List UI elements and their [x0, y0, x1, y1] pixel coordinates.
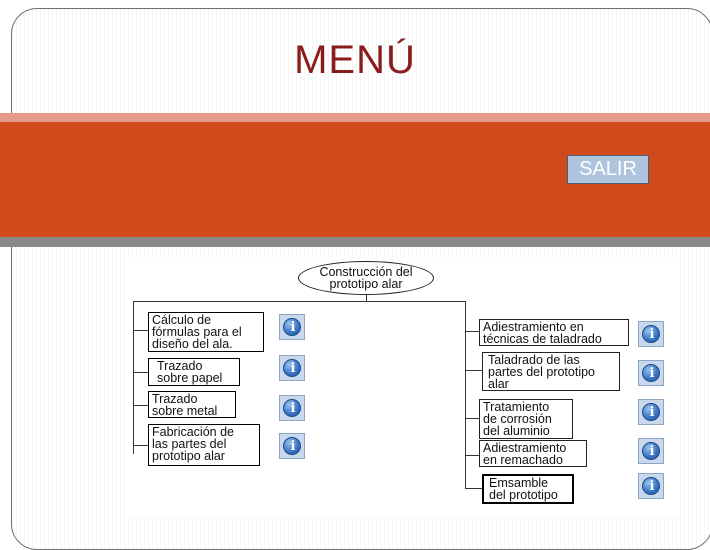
info-button-fabricacion[interactable]: i: [279, 433, 305, 459]
connector-line: [465, 418, 479, 419]
info-button-trazado-papel[interactable]: i: [279, 355, 305, 381]
node-label: alar: [488, 377, 509, 391]
info-button-taladrado-partes[interactable]: i: [638, 360, 664, 386]
info-button-remachado[interactable]: i: [638, 438, 664, 464]
info-icon: i: [283, 318, 301, 336]
node-label: fórmulas para el: [152, 325, 242, 339]
exit-button[interactable]: SALIR: [567, 155, 649, 184]
node-label: Trazado: [157, 359, 203, 373]
node-label: Cálculo de: [152, 313, 212, 327]
info-icon: i: [642, 403, 660, 421]
info-button-calculo[interactable]: i: [279, 314, 305, 340]
node-trazado-metal[interactable]: Trazado sobre metal: [148, 391, 236, 418]
info-icon: i: [642, 442, 660, 460]
info-icon: i: [283, 399, 301, 417]
node-tratamiento-corrosion[interactable]: Tratamiento de corrosión del aluminio: [479, 399, 573, 439]
info-button-adiestramiento-taladrado[interactable]: i: [638, 321, 664, 347]
node-label: Emsamble: [489, 476, 549, 490]
connector-line: [133, 301, 465, 302]
node-label: Fabricación de: [152, 425, 234, 439]
connector-line: [133, 330, 148, 331]
node-label: sobre metal: [152, 404, 218, 418]
node-label: Trazado: [152, 392, 198, 406]
page-title: MENÚ: [294, 38, 416, 82]
header-band-dark: [0, 237, 710, 247]
root-node-label: Construcción del: [319, 265, 413, 279]
node-adiestramiento-taladrado[interactable]: Adiestramiento en técnicas de taladrado: [479, 319, 629, 346]
node-calculo-formulas[interactable]: Cálculo de fórmulas para el diseño del a…: [148, 312, 264, 352]
node-label: las partes del: [152, 437, 227, 451]
info-button-trazado-metal[interactable]: i: [279, 395, 305, 421]
connector-line: [465, 488, 482, 489]
info-icon: i: [283, 437, 301, 455]
root-node: Construcción del prototipo alar: [298, 261, 434, 295]
connector-line: [366, 295, 367, 302]
connector-line: [133, 405, 148, 406]
info-icon: i: [642, 325, 660, 343]
node-label: Taladrado de las: [488, 353, 580, 367]
node-label: de corrosión: [483, 412, 552, 426]
node-label: prototipo alar: [152, 449, 225, 463]
connector-line: [133, 301, 134, 454]
node-adiestramiento-remachado[interactable]: Adiestramiento en remachado: [479, 440, 587, 467]
node-label: en remachado: [483, 453, 563, 467]
info-icon: i: [642, 477, 660, 495]
connector-line: [465, 370, 482, 371]
node-ensamble-prototipo[interactable]: Emsamble del prototipo: [482, 474, 574, 504]
node-taladrado-partes[interactable]: Taladrado de las partes del prototipo al…: [482, 352, 620, 391]
node-label: sobre papel: [157, 371, 223, 385]
node-label: del aluminio: [483, 424, 550, 438]
info-button-tratamiento[interactable]: i: [638, 399, 664, 425]
node-fabricacion-partes[interactable]: Fabricación de las partes del prototipo …: [148, 424, 260, 466]
connector-line: [133, 445, 148, 446]
node-label: Adiestramiento en: [483, 320, 584, 334]
header-band-light: [0, 113, 710, 122]
connector-line: [465, 301, 466, 489]
info-icon: i: [283, 359, 301, 377]
node-label: Tratamiento: [483, 400, 550, 414]
info-button-ensamble[interactable]: i: [638, 473, 664, 499]
node-label: partes del prototipo: [488, 365, 596, 379]
info-icon: i: [642, 364, 660, 382]
node-label: diseño del ala.: [152, 337, 233, 351]
connector-line: [465, 331, 479, 332]
node-trazado-papel[interactable]: Trazado sobre papel: [148, 358, 240, 386]
node-label: Adiestramiento: [483, 441, 567, 455]
node-label: del prototipo: [489, 488, 558, 502]
connector-line: [465, 455, 479, 456]
connector-line: [133, 372, 148, 373]
root-node-label: prototipo alar: [329, 277, 403, 291]
node-label: técnicas de taladrado: [483, 332, 602, 346]
